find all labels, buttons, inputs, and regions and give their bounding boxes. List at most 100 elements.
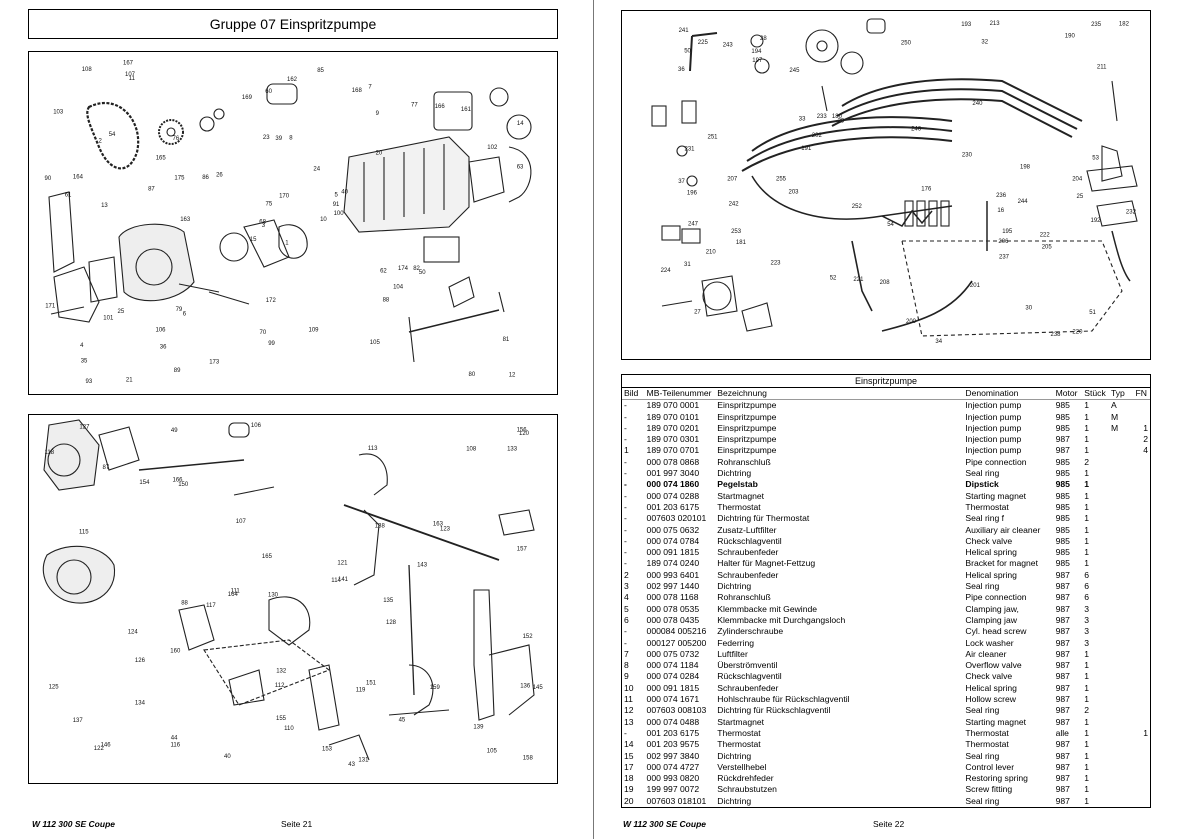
cell-part-number: 000 993 0820 (646, 773, 700, 784)
part-callout: 116 (171, 742, 181, 748)
cell-bezeichnung: Hohlschraube für Rückschlagventil (717, 694, 850, 705)
cell-bezeichnung: Schraubstutzen (717, 784, 777, 795)
cell-typ (1109, 660, 1134, 671)
cell-bild: - (624, 524, 627, 535)
cell-fn (1134, 751, 1150, 762)
header-part-number: MB-Teilenummer (644, 388, 716, 401)
cell-typ (1109, 525, 1134, 536)
cell-stueck: 3 (1084, 626, 1090, 637)
cell-typ (1109, 705, 1134, 716)
part-callout: 7 (368, 85, 372, 91)
cell-fn (1134, 762, 1150, 773)
group-title: Gruppe 07 Einspritzpumpe (28, 9, 558, 39)
header-typ: Typ (1108, 388, 1134, 401)
part-callout: 192 (1091, 218, 1102, 224)
part-callout: 194 (751, 49, 762, 55)
part-callout: 169 (242, 95, 253, 101)
part-callout: 141 (338, 577, 349, 583)
cell-fn: 1 (1143, 422, 1148, 433)
cell-motor: 985 (1055, 479, 1070, 490)
cell-stueck: 1 (1084, 648, 1090, 659)
part-callout: 110 (284, 726, 294, 732)
cell-bezeichnung: Rückdrehfeder (717, 773, 774, 784)
part-callout: 85 (317, 68, 324, 74)
part-callout: 117 (206, 603, 216, 609)
cell-typ (1109, 751, 1134, 762)
cell-typ (1109, 570, 1134, 581)
cell-part-number: 000 078 0535 (646, 603, 700, 614)
cell-typ (1109, 604, 1134, 615)
part-callout: 137 (73, 718, 84, 724)
cell-stueck: 1 (1084, 694, 1090, 705)
part-callout: 87 (148, 187, 155, 193)
part-callout: 54 (887, 222, 894, 228)
part-callout: 165 (156, 155, 167, 161)
part-callout: 190 (1065, 33, 1076, 39)
part-callout: 132 (276, 669, 287, 675)
cell-motor: 987 (1055, 637, 1070, 648)
part-callout: 247 (688, 221, 699, 227)
cell-fn (1134, 570, 1150, 581)
part-callout: 108 (466, 447, 477, 453)
cell-typ: A (1110, 400, 1117, 411)
cell-denomination: Thermostat (965, 739, 1009, 750)
figure-injection-pump-drawing: 1234567891011121314152021232425263536394… (45, 60, 532, 385)
part-callout: 11 (129, 76, 136, 82)
part-callout: 4 (80, 343, 84, 349)
part-callout: 246 (911, 127, 922, 133)
cell-motor: 987 (1055, 660, 1070, 671)
cell-part-number: 000127 005200 (646, 637, 707, 648)
part-callout: 28 (760, 36, 767, 42)
cell-bild: - (624, 513, 627, 524)
part-callout: 122 (94, 746, 105, 752)
parts-table-header: Bild MB-Teilenummer Bezeichnung Denomina… (622, 388, 1150, 401)
cell-denomination: Pipe connection (965, 592, 1027, 603)
part-callout: 233 (817, 114, 828, 120)
part-callout: 112 (275, 683, 285, 689)
part-callout: 168 (352, 88, 363, 94)
part-callout: 26 (216, 173, 223, 179)
part-callout: 14 (517, 121, 524, 127)
part-callout: 181 (736, 240, 747, 246)
cell-motor: 987 (1055, 592, 1070, 603)
part-callout: 107 (236, 519, 247, 525)
part-callout: 111 (231, 589, 241, 595)
cell-motor: 987 (1055, 705, 1070, 716)
part-callout: 80 (469, 372, 476, 378)
cell-typ (1109, 547, 1134, 558)
cell-bezeichnung: Startmagnet (717, 716, 765, 727)
cell-bezeichnung: Zylinderschraube (717, 626, 784, 637)
header-fn: FN (1133, 388, 1150, 401)
cell-stueck: 1 (1084, 468, 1090, 479)
cell-stueck: 6 (1084, 581, 1090, 592)
cell-bezeichnung: Schraubenfeder (717, 682, 779, 693)
cell-part-number: 000 074 0284 (646, 671, 700, 682)
cell-fn (1134, 638, 1150, 649)
cell-bild: 8 (624, 660, 629, 671)
part-callout: 104 (393, 285, 404, 291)
part-callout: 76 (173, 136, 180, 142)
cell-bild: - (624, 468, 627, 479)
cell-fn (1134, 615, 1150, 626)
cell-stueck: 1 (1084, 784, 1090, 795)
part-callout: 166 (435, 104, 446, 110)
part-callout: 206 (998, 239, 1009, 245)
cell-stueck: 1 (1084, 411, 1090, 422)
part-callout: 138 (375, 524, 386, 530)
cell-denomination: Seal ring (965, 581, 1000, 592)
cell-fn (1134, 784, 1150, 795)
part-callout: 157 (517, 547, 528, 553)
cell-typ (1109, 502, 1134, 513)
cell-denomination: Helical spring (965, 547, 1017, 558)
cell-denomination: Injection pump (965, 400, 1022, 411)
cell-fn (1134, 773, 1150, 784)
cell-bild: - (624, 456, 627, 467)
